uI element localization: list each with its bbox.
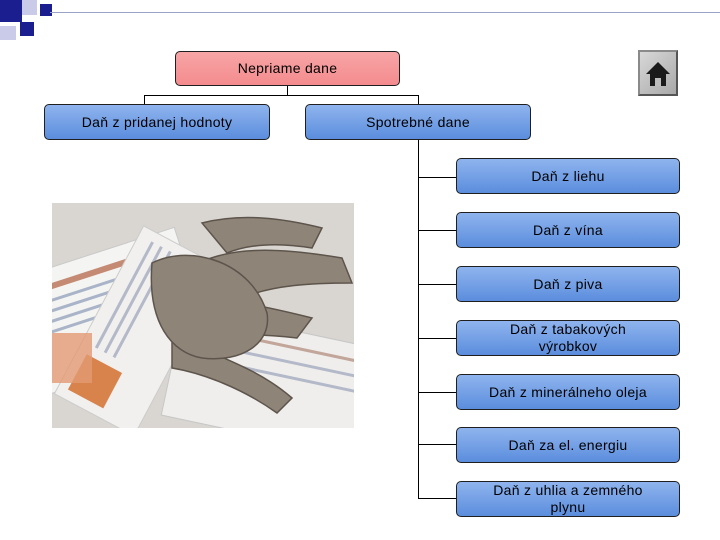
node-label: Daň z liehu bbox=[531, 167, 605, 184]
node-label: Daň za el. energiu bbox=[508, 436, 628, 453]
node-label: Daň z vína bbox=[533, 221, 603, 238]
node-label: Daň z piva bbox=[533, 275, 603, 292]
node-child: Daň z minerálneho oleja bbox=[456, 374, 680, 410]
node-level1-vat: Daň z pridanej hodnoty bbox=[44, 104, 270, 140]
connector-child bbox=[418, 498, 456, 499]
node-label: Spotrebné dane bbox=[366, 113, 470, 130]
node-child: Daň z piva bbox=[456, 266, 680, 302]
node-label: Daň z uhlia a zemného plynu bbox=[493, 482, 643, 515]
connector-child bbox=[418, 338, 456, 339]
node-child: Daň z uhlia a zemného plynu bbox=[456, 481, 680, 517]
node-child: Daň z tabakových výrobkov bbox=[456, 320, 680, 356]
corner-square-small bbox=[40, 4, 52, 16]
connector-child bbox=[418, 444, 456, 445]
node-child: Daň z liehu bbox=[456, 158, 680, 194]
connector-child bbox=[418, 392, 456, 393]
node-label: Daň z pridanej hodnoty bbox=[81, 113, 233, 130]
corner-square-dark bbox=[0, 0, 22, 22]
connector-child bbox=[418, 230, 456, 231]
home-button[interactable] bbox=[638, 50, 678, 96]
connector-trunk bbox=[418, 140, 419, 498]
node-child: Daň za el. energiu bbox=[456, 427, 680, 463]
connector-root bbox=[287, 86, 288, 96]
home-icon bbox=[646, 62, 670, 86]
hand-on-tax-forms-photo bbox=[52, 203, 354, 428]
connector-level1-right bbox=[418, 95, 419, 104]
connector-level1-left bbox=[144, 95, 145, 104]
node-label: Daň z minerálneho oleja bbox=[489, 383, 647, 400]
node-child: Daň z vína bbox=[456, 212, 680, 248]
header-rule bbox=[50, 12, 720, 13]
connector-level1-bar bbox=[144, 95, 418, 96]
node-level1-excise: Spotrebné dane bbox=[305, 104, 531, 140]
node-label: Nepriame dane bbox=[237, 60, 338, 77]
node-root: Nepriame dane bbox=[175, 51, 400, 86]
node-label: Daň z tabakových výrobkov bbox=[509, 321, 627, 354]
connector-child bbox=[418, 284, 456, 285]
corner-square-light bbox=[0, 26, 16, 40]
corner-square-light bbox=[22, 0, 37, 15]
corner-square-small bbox=[20, 22, 34, 36]
connector-child bbox=[418, 177, 456, 178]
